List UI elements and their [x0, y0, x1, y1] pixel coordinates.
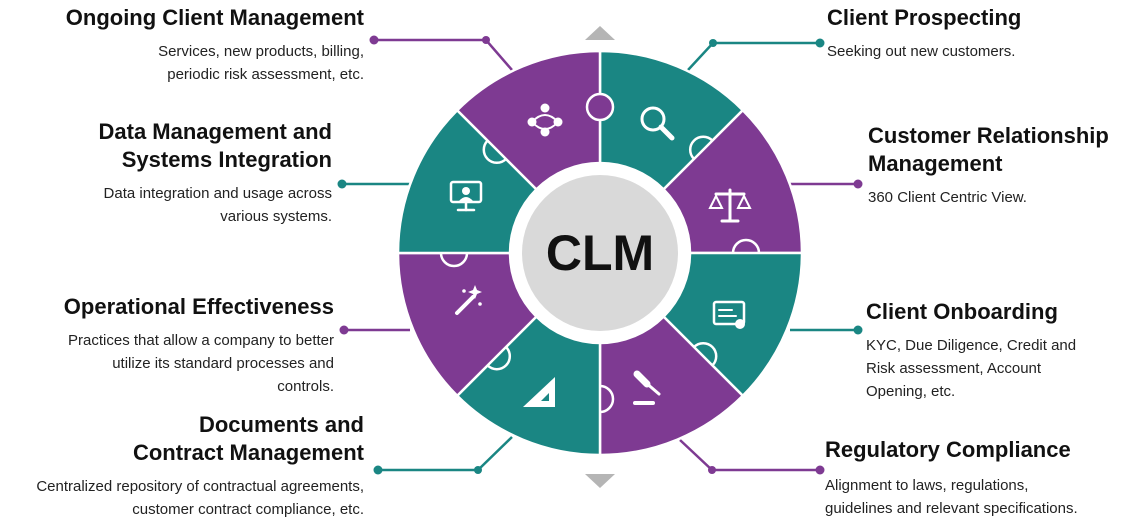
id-card-icon	[712, 300, 746, 329]
desc-line: controls.	[277, 378, 334, 395]
gavel-icon	[633, 370, 661, 405]
connector-1	[790, 179, 863, 189]
desc-line: various systems.	[220, 208, 332, 225]
connector-dot	[709, 39, 717, 47]
title-line: Systems Integration	[121, 147, 332, 172]
connector-7	[369, 35, 513, 71]
desc-line: KYC, Due Diligence, Credit and	[866, 337, 1077, 354]
connector-5	[339, 325, 410, 335]
connector-dot	[815, 38, 825, 48]
title-line: Contract Management	[132, 440, 364, 465]
connector-4	[373, 436, 513, 475]
desc-client-prospecting: Seeking out new customers.	[827, 40, 1127, 63]
desc-data-management-systems-integration: Data integration and usage across various…	[20, 182, 332, 228]
scales-icon	[708, 188, 752, 223]
up-arrow-icon	[585, 26, 615, 40]
connector-dot	[482, 36, 490, 44]
connector-dot	[373, 465, 383, 475]
connector-6	[337, 179, 410, 189]
title-line: Documents and	[198, 412, 364, 437]
title-line: Management	[868, 151, 1003, 176]
desc-ongoing-client-management: Services, new products, billing, periodic…	[0, 40, 364, 86]
desc-line: Practices that allow a company to better	[68, 332, 334, 349]
magic-wand-icon	[455, 285, 482, 315]
title-client-prospecting: Client Prospecting	[827, 5, 1022, 30]
down-arrow-icon	[585, 474, 615, 488]
label-ongoing-client-management: Ongoing Client Management Services, new …	[0, 4, 364, 86]
connector-dot	[853, 179, 863, 189]
title-operational-effectiveness: Operational Effectiveness	[63, 294, 334, 319]
connector-0	[687, 38, 825, 71]
desc-line: 360 Client Centric View.	[868, 189, 1027, 206]
desc-line: Services, new products, billing,	[158, 43, 364, 60]
title-client-onboarding: Client Onboarding	[866, 299, 1058, 324]
ruler-triangle-icon	[523, 377, 555, 407]
title-ongoing-client-management: Ongoing Client Management	[65, 5, 364, 30]
desc-line: utilize its standard processes and	[112, 355, 334, 372]
connector-dot	[708, 466, 716, 474]
label-operational-effectiveness: Operational Effectiveness Practices that…	[0, 293, 334, 398]
desc-line: Centralized repository of contractual ag…	[36, 478, 364, 495]
desc-line: Risk assessment, Account	[866, 360, 1042, 377]
clm-center-label: CLM	[546, 225, 654, 281]
desc-line: Opening, etc.	[866, 383, 956, 400]
title-regulatory-compliance: Regulatory Compliance	[825, 437, 1071, 462]
hub	[522, 175, 678, 331]
connector-dot	[853, 325, 863, 335]
desc-customer-relationship-management: 360 Client Centric View.	[868, 186, 1138, 209]
desc-line: customer contract compliance, etc.	[132, 501, 364, 518]
connector-3	[679, 439, 825, 475]
desc-operational-effectiveness: Practices that allow a company to better…	[0, 329, 334, 398]
connector-dot	[369, 35, 379, 45]
desc-line: Seeking out new customers.	[827, 43, 1016, 60]
desc-line: Data integration and usage across	[103, 185, 332, 202]
label-client-onboarding: Client Onboarding KYC, Due Diligence, Cr…	[866, 298, 1136, 403]
desc-line: periodic risk assessment, etc.	[167, 66, 364, 83]
connector-dot	[337, 179, 347, 189]
label-regulatory-compliance: Regulatory Compliance Alignment to laws,…	[825, 436, 1137, 520]
connector-2	[790, 325, 863, 335]
connector-dot	[339, 325, 349, 335]
title-line: Customer Relationship	[868, 123, 1109, 148]
desc-regulatory-compliance: Alignment to laws, regulations, guideline…	[825, 474, 1137, 520]
connector-dot	[815, 465, 825, 475]
desc-line: Alignment to laws, regulations,	[825, 477, 1029, 494]
title-line: Data Management and	[98, 119, 333, 144]
desc-line: guidelines and relevant specifications.	[825, 500, 1078, 517]
presentation-user-icon	[449, 180, 483, 212]
desc-documents-contract-management: Centralized repository of contractual ag…	[2, 475, 364, 521]
search-icon	[640, 106, 675, 141]
team-network-icon	[527, 103, 563, 137]
label-client-prospecting: Client Prospecting Seeking out new custo…	[827, 4, 1127, 63]
connector-dot	[474, 466, 482, 474]
